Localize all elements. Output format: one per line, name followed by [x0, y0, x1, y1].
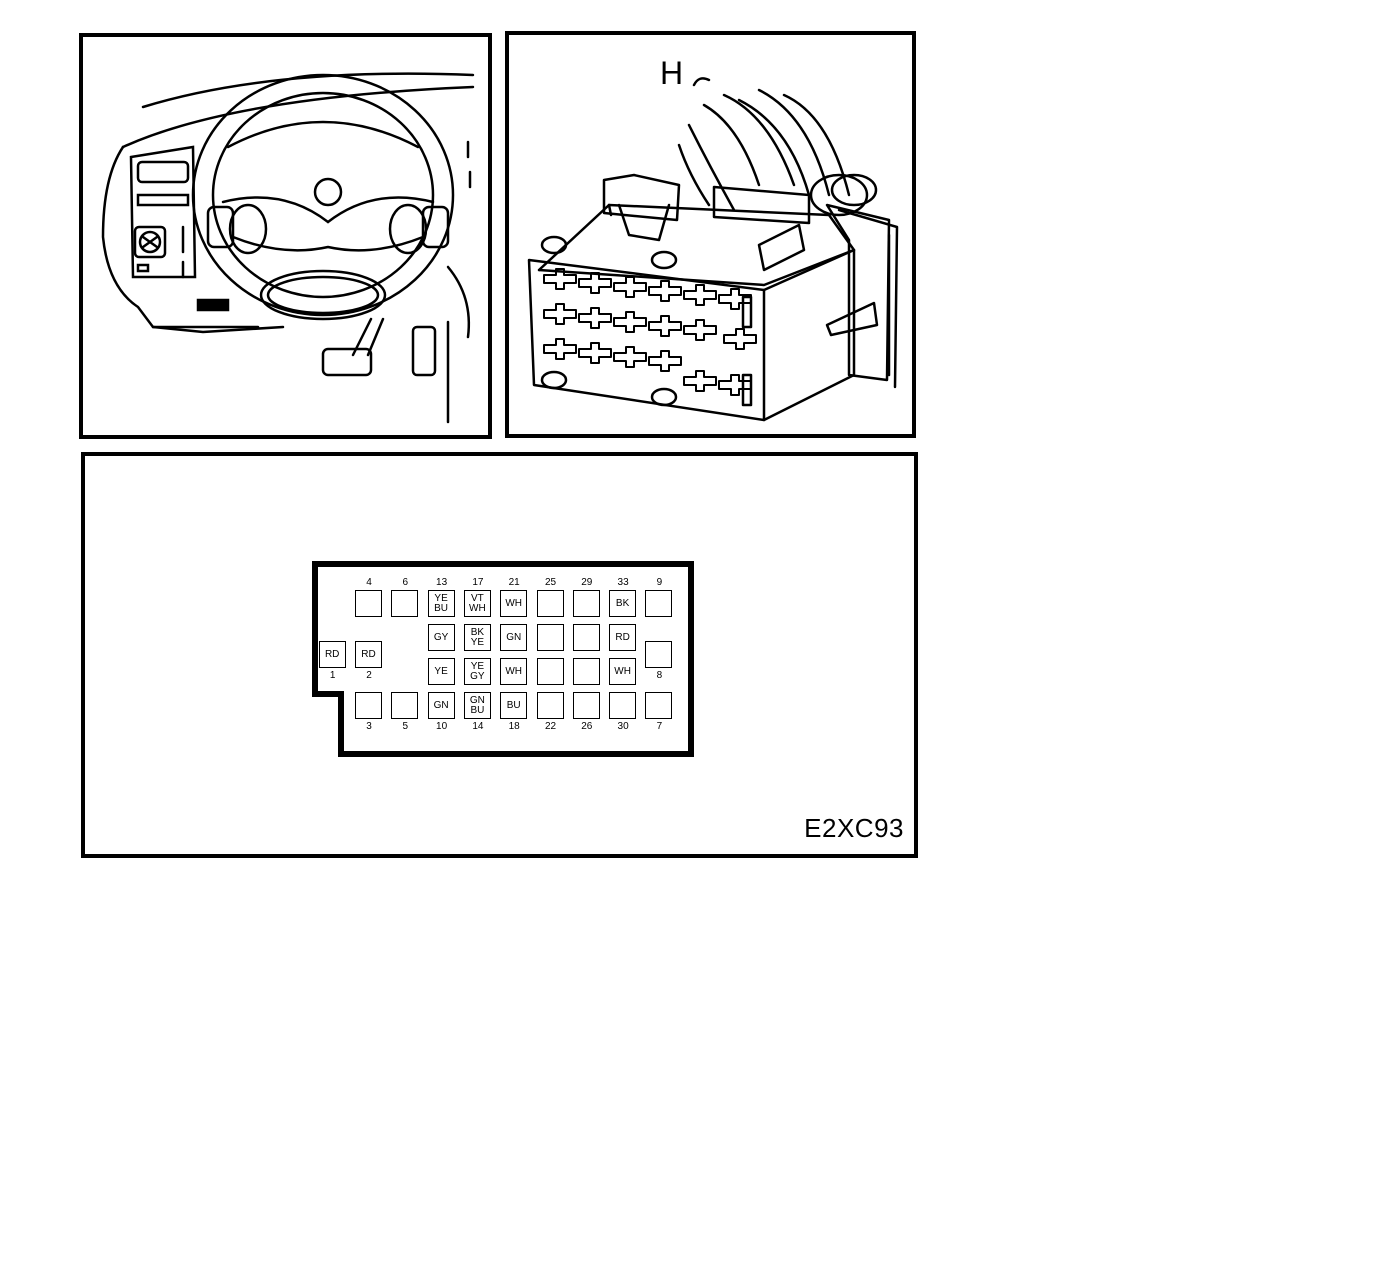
pin-cavity: [645, 590, 673, 617]
pin-cavity: [572, 590, 600, 617]
pin-number: 21: [508, 577, 520, 588]
pin-number: 26: [581, 721, 593, 732]
pin-cavity: WH: [500, 658, 528, 685]
pin-number: 18: [508, 721, 520, 732]
wire-color: WH: [505, 597, 523, 609]
pin-number: 9: [656, 577, 663, 588]
wire-color: GY: [470, 670, 485, 682]
pin-cavity: GN: [427, 692, 455, 719]
connector-label: H: [660, 55, 684, 91]
wire-color: RD: [615, 631, 630, 643]
pin-number: 29: [581, 577, 593, 588]
pin-number: 33: [617, 577, 629, 588]
wire-color: BK: [615, 597, 630, 609]
wire-color: YE: [470, 660, 485, 672]
wire-color: BU: [434, 602, 449, 614]
pin-cavity: [645, 692, 673, 719]
pin-cavity: [536, 692, 564, 719]
wire-color: YE: [434, 665, 448, 677]
wire-color: BU: [506, 699, 521, 711]
pin-cavity: WH: [500, 590, 528, 617]
pin-cavity: RD: [355, 641, 382, 668]
pin-number: 7: [656, 721, 663, 732]
pin-cavity: RD: [609, 624, 637, 651]
pin-cavity: BU: [500, 692, 528, 719]
pin-cavity: GY: [427, 624, 455, 651]
wire-color: RD: [324, 648, 340, 660]
pin-cavity: [391, 692, 419, 719]
pin-cavity: [572, 658, 600, 685]
wire-color: BU: [470, 704, 485, 716]
wire-color: VT: [471, 592, 484, 604]
pin-cavity: RD: [318, 641, 346, 668]
pin-number: 13: [436, 577, 448, 588]
pin-cavity: [572, 624, 600, 651]
connector-illustration: [527, 77, 899, 422]
wire-color: BK: [470, 626, 485, 638]
pin-cavity: [536, 590, 564, 617]
pin-number: 6: [402, 577, 409, 588]
pin-number: 22: [544, 721, 557, 732]
wire-color: GN: [506, 631, 522, 643]
pin-number: 14: [472, 721, 484, 732]
wire-color: GN: [433, 699, 449, 711]
pin-number: 17: [472, 577, 484, 588]
pin-number: 2: [366, 670, 372, 681]
pin-cavity: BK: [609, 590, 637, 617]
pin-number: 30: [617, 721, 629, 732]
pin-cavity: [645, 641, 673, 668]
pin-cavity: [391, 590, 419, 617]
wire-color: RD: [361, 648, 376, 660]
pin-cavity: WH: [609, 658, 637, 685]
wire-color: WH: [505, 665, 523, 677]
pin-number: 3: [366, 721, 372, 732]
wire-color: YE: [434, 592, 448, 604]
dashboard-location-panel: [79, 33, 492, 439]
connector-outline: [312, 561, 694, 757]
wire-color: YE: [470, 636, 485, 648]
wire-color: WH: [469, 602, 486, 614]
wire-color: WH: [614, 665, 631, 677]
pin-cavity: [536, 658, 564, 685]
pin-cavity: [536, 624, 564, 651]
wire-color: GN: [469, 694, 485, 706]
figure-code: E2XC93: [804, 813, 904, 843]
pin-cavity: GN: [500, 624, 528, 651]
pin-number: 8: [656, 670, 663, 681]
pin-cavity: [609, 692, 637, 719]
pin-cavity: [572, 692, 600, 719]
connector-view-panel: H: [505, 31, 916, 438]
pin-cavity: [355, 692, 382, 719]
wire-color: GY: [433, 631, 449, 643]
dashboard-illustration: [101, 72, 475, 424]
pin-number: 1: [329, 670, 336, 681]
pin-cavity: YE: [427, 658, 455, 685]
pin-number: 5: [402, 721, 409, 732]
pin-number: 10: [436, 721, 448, 732]
pin-cavity: [355, 590, 382, 617]
pin-number: 25: [544, 577, 557, 588]
pin-number: 4: [366, 577, 372, 588]
